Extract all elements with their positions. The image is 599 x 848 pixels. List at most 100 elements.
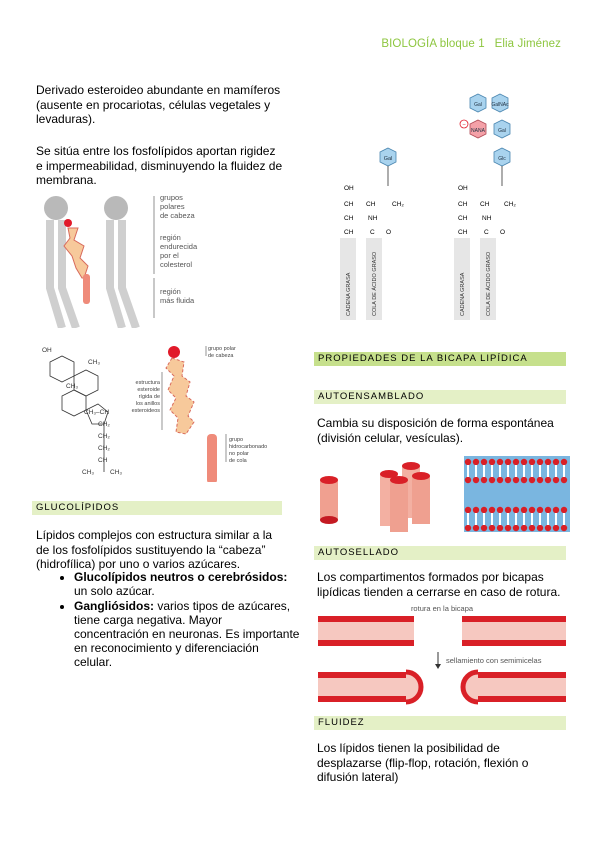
lipid-head [504, 506, 512, 514]
negative-charge: − [462, 123, 466, 129]
autoensamblado-heading: AUTOENSAMBLADO [314, 390, 566, 404]
label-nonpolar-a: grupo [229, 437, 243, 443]
cholesterol-molecule [63, 219, 90, 304]
chem-ch2-a: CH₂ [98, 421, 110, 428]
cholesterol-role: Se sitúa entre los fosfolípidos aportan … [36, 144, 283, 187]
chem-ch3-b: CH₃ [66, 383, 78, 390]
micelle-cylinder-cluster [380, 462, 430, 532]
label-hard-4: colesterol [160, 260, 192, 269]
lipid-head [536, 458, 544, 466]
lipid-head [560, 476, 568, 484]
chem-ch-2c: CH [458, 215, 468, 222]
label-acid-1: COLA DE ÁCIDO GRASO [371, 251, 378, 316]
chem-ch3-c: CH₃ [82, 469, 94, 476]
lipid-head [536, 506, 544, 514]
chem-c-1: C [370, 229, 375, 236]
lipid-head [560, 458, 568, 466]
cerebroside: Gal OH CH CH CH₂ CH NH CH C O CADENA GRA… [340, 147, 404, 320]
sugar-gal-3: Gal [498, 128, 506, 134]
label-rigid-a: estructura [136, 380, 161, 386]
lipid-head [544, 476, 552, 484]
lipid-head [512, 458, 520, 466]
lipid-head [520, 458, 528, 466]
lipid-head [488, 476, 496, 484]
label-nonpolar-d: de cola [229, 458, 248, 464]
lipid-head [504, 476, 512, 484]
lipid-head [528, 476, 536, 484]
lipid-head [512, 524, 520, 532]
label-fluid-1: región [160, 287, 181, 296]
chem-o-2: O [500, 229, 505, 236]
chem-ch-1c: CH [344, 215, 354, 222]
lipid-head [488, 458, 496, 466]
label-rigid-d: los anillos [136, 401, 160, 407]
list-item: Gangliósidos: varios tipos de azúcares, … [74, 599, 300, 669]
chem-ch3-d: CH₃ [110, 469, 122, 476]
lipid-head [536, 524, 544, 532]
lipid-head [496, 458, 504, 466]
label-acid-2: COLA DE ÁCIDO GRASO [485, 251, 492, 316]
bullet-gangliosidos-title: Gangliósidos: [74, 599, 155, 613]
lipid-head [528, 458, 536, 466]
autoensamblado-text: Cambia su disposición de forma espontáne… [317, 416, 554, 445]
bullet-neutros-text: un solo azúcar. [74, 584, 155, 598]
lipid-head [560, 524, 568, 532]
chem-ch-1a: CH [344, 201, 354, 208]
page-header: BIOLOGÍA bloque 1 Elia Jiménez [381, 38, 561, 50]
lipid-head [528, 524, 536, 532]
label-polar-3: de cabeza [160, 211, 195, 220]
chem-ch3-ch: CH₃–CH [84, 409, 109, 416]
label-head-b: de cabeza [208, 353, 234, 359]
bullet-gangliosidos-text: varios tipos de azúcares, tiene carga ne… [74, 599, 300, 669]
cholesterol-schematic [165, 346, 217, 482]
chem-nh-1: NH [368, 215, 378, 222]
label-rotura: rotura en la bicapa [411, 604, 474, 613]
sealed-bilayer [318, 669, 566, 705]
lipid-head [464, 506, 472, 514]
label-nonpolar-c: no polar [229, 451, 249, 457]
label-fatty-2: CADENA GRASA [460, 272, 466, 316]
chem-ch2-b: CH₂ [98, 433, 110, 440]
phospholipid-left [44, 196, 80, 328]
micelle-cylinder-single [320, 476, 338, 524]
list-item: Glucolípidos neutros o cerebrósidos: un … [74, 570, 300, 598]
bullet-neutros-title: Glucolípidos neutros o cerebrósidos: [74, 570, 288, 584]
self-sealing-figure: rotura en la bicapa sellamiento con semi… [318, 604, 566, 705]
label-nonpolar-b: hidrocarbonado [229, 444, 267, 450]
chem-ch3-a: CH₃ [88, 359, 100, 366]
label-rigid-e: esteroideos [132, 408, 161, 414]
lipid-head [480, 506, 488, 514]
lipid-head [472, 476, 480, 484]
glucolipidos-list: Glucolípidos neutros o cerebrósidos: un … [54, 570, 300, 670]
label-rigid-b: esteroide [137, 387, 160, 393]
lipid-head [472, 458, 480, 466]
chem-ch-2d: CH [458, 229, 468, 236]
label-polar-1: grupos [160, 193, 183, 202]
cholesterol-intro: Derivado esteroideo abundante en mamífer… [36, 83, 281, 126]
bilayer-properties-heading: PROPIEDADES DE LA BICAPA LIPÍDICA [314, 352, 566, 366]
chem-ch-1d: CH [344, 229, 354, 236]
label-hard-2: endurecida [160, 242, 198, 251]
lipid-head [464, 458, 472, 466]
header-author: Elia Jiménez [494, 38, 561, 50]
lipid-head [472, 506, 480, 514]
fluidez-heading: FLUIDEZ [314, 716, 566, 730]
chem-ch-1b: CH [366, 201, 376, 208]
chem-ch2-1: CH₂ [392, 201, 404, 208]
chem-ch: CH [98, 457, 108, 464]
lipid-head [504, 524, 512, 532]
lipid-head [480, 458, 488, 466]
chem-oh-2: OH [458, 185, 468, 192]
chem-ch2-c: CH₂ [98, 445, 110, 452]
lipid-head [520, 476, 528, 484]
sugar-gal-2: Gal [474, 102, 482, 108]
self-assembly-figure [320, 456, 570, 532]
header-title: BIOLOGÍA bloque 1 [381, 38, 485, 50]
cholesterol-membrane-figure: grupos polares de cabeza región endureci… [44, 193, 198, 328]
chem-c-2: C [484, 229, 489, 236]
lipid-head [544, 458, 552, 466]
chem-oh-1: OH [344, 185, 354, 192]
lipid-head [504, 458, 512, 466]
bilayer-sheet [464, 456, 570, 532]
lipid-head [496, 506, 504, 514]
